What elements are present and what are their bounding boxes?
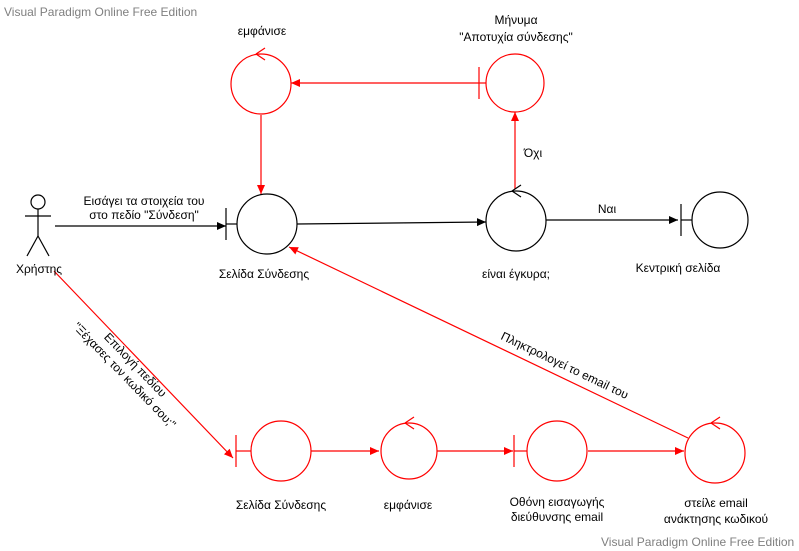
actor-user (25, 194, 51, 257)
edge-label: "Ξέχασες τον κωδικό σου;" (70, 320, 178, 431)
edge-login-to-valid (296, 218, 487, 227)
watermark-top: Visual Paradigm Online Free Edition (4, 5, 197, 19)
node-label: εμφάνισε (238, 24, 287, 38)
node-label: "Αποτυχία σύνδεσης" (459, 30, 573, 44)
node-label: ανάκτησης κωδικού (664, 512, 768, 526)
node-label: διεύθυνσης email (511, 510, 603, 524)
control-arrowhead (710, 416, 721, 430)
boundary-node-message (478, 53, 545, 113)
edge-label: Πληκτρολογεί το email του (499, 329, 631, 402)
control-node-show-top (230, 47, 292, 115)
node-label: Μήνυμα (494, 13, 537, 27)
watermark-bottom: Visual Paradigm Online Free Edition (601, 535, 794, 549)
edge-valid-yes: Ναι (546, 202, 678, 224)
actor-label: Χρήστης (16, 262, 62, 276)
edge-label: Εισάγει τα στοιχεία του (84, 194, 205, 208)
control-arrowhead (404, 416, 415, 430)
node-label: είναι έγκυρα; (482, 267, 550, 281)
edge-actor-to-login: Εισάγει τα στοιχεία του στο πεδίο "Σύνδε… (55, 194, 226, 230)
node-label: Σελίδα Σύνδεσης (236, 498, 326, 512)
control-arrowhead (511, 184, 522, 198)
boundary-node-login-page (225, 193, 298, 255)
edge-label-no: Όχι (523, 146, 543, 160)
control-node-show-bottom (380, 416, 438, 480)
control-arrowhead (255, 47, 266, 61)
control-node-valid (485, 184, 547, 252)
boundary-node-home-page (680, 191, 749, 249)
boundary-node-email-screen (513, 420, 588, 482)
edge-forgot-password: Επιλογή πεδίου "Ξέχασες τον κωδικό σου;" (53, 270, 234, 459)
edge-label: στο πεδίο "Σύνδεση" (89, 208, 199, 222)
boundary-node-login-page-bottom (235, 420, 312, 482)
node-label: Κεντρική σελίδα (636, 261, 721, 275)
edge-label-yes: Ναι (598, 202, 617, 216)
node-label: εμφάνισε (384, 498, 433, 512)
node-label: στείλε email (684, 496, 748, 510)
edge-valid-no: Όχι (511, 112, 543, 189)
node-label: Σελίδα Σύνδεσης (219, 267, 309, 281)
node-label: Οθόνη εισαγωγής (510, 495, 605, 509)
control-node-send-email (684, 416, 746, 484)
